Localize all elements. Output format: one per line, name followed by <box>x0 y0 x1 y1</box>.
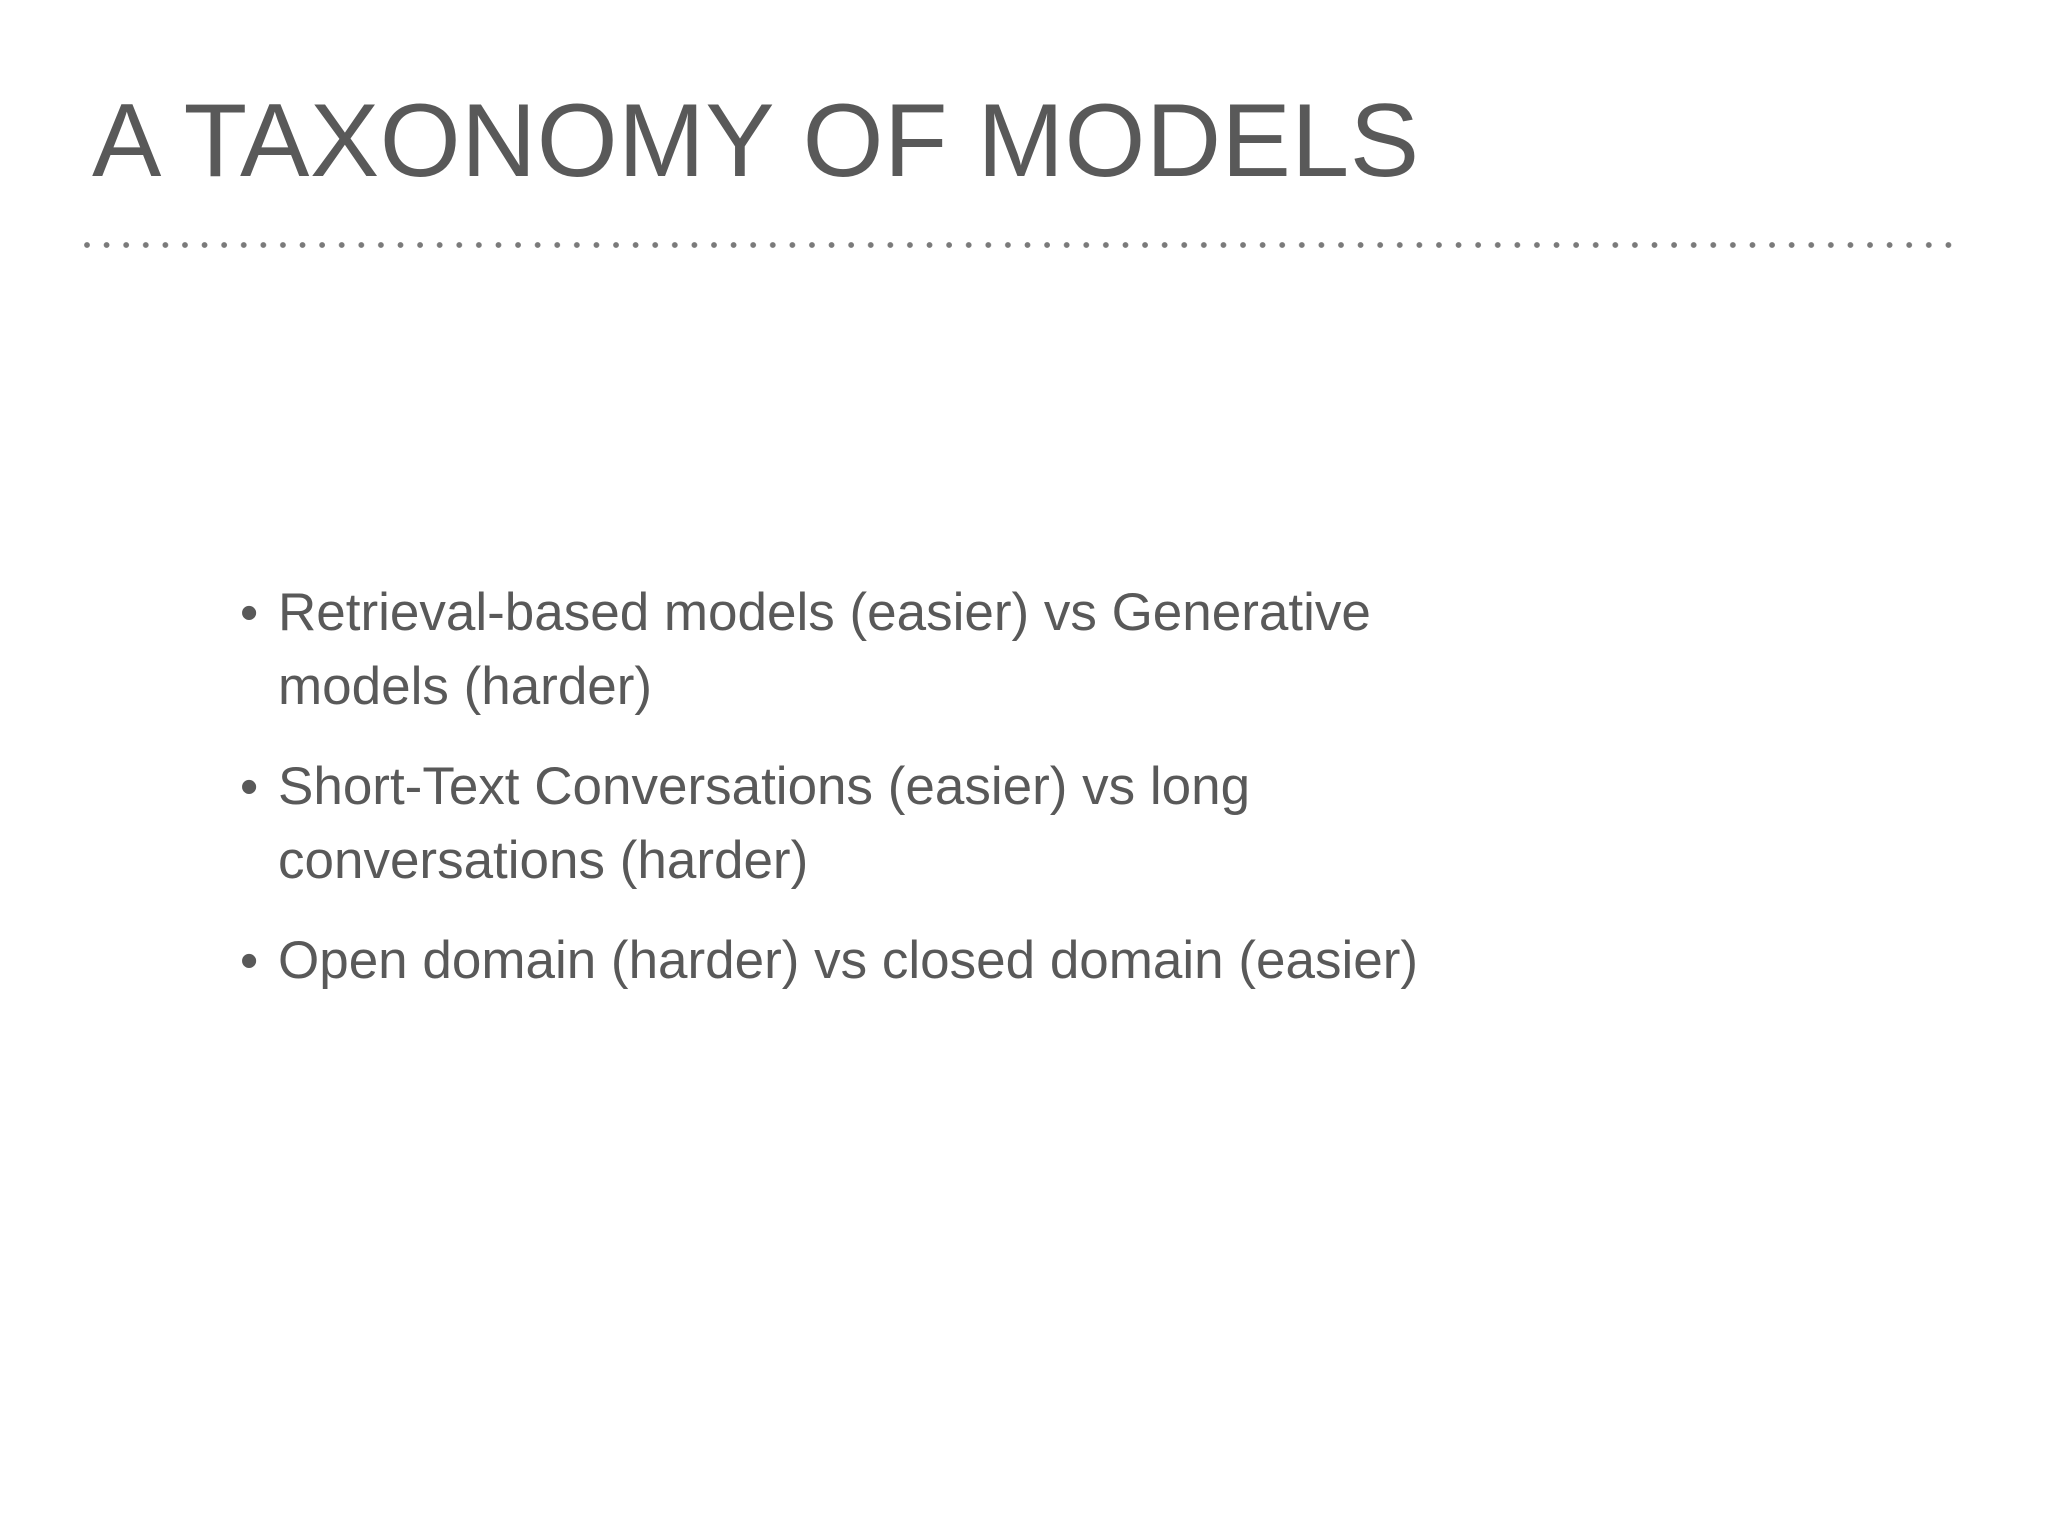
dotted-rule <box>84 240 1956 250</box>
list-item-label: Open domain (harder) vs closed domain (e… <box>278 931 1419 990</box>
bullet-dot-icon: • <box>240 584 259 642</box>
title-placeholder: A TAXONOMY OF MODELS <box>92 86 1962 196</box>
page-title: A TAXONOMY OF MODELS <box>92 83 1420 199</box>
bullet-dot-icon: • <box>240 758 259 816</box>
list-item: • Open domain (harder) vs closed domain … <box>240 924 1560 998</box>
body-placeholder: • Retrieval-based models (easier) vs Gen… <box>240 576 1560 998</box>
list-item: • Short-Text Conversations (easier) vs l… <box>240 750 1560 898</box>
dotted-rule-line <box>84 242 1956 248</box>
list-item-label: Retrieval-based models (easier) vs Gener… <box>278 583 1371 716</box>
list-item: • Retrieval-based models (easier) vs Gen… <box>240 576 1560 724</box>
bullet-dot-icon: • <box>240 932 259 990</box>
list-item-label: Short-Text Conversations (easier) vs lon… <box>278 757 1251 890</box>
